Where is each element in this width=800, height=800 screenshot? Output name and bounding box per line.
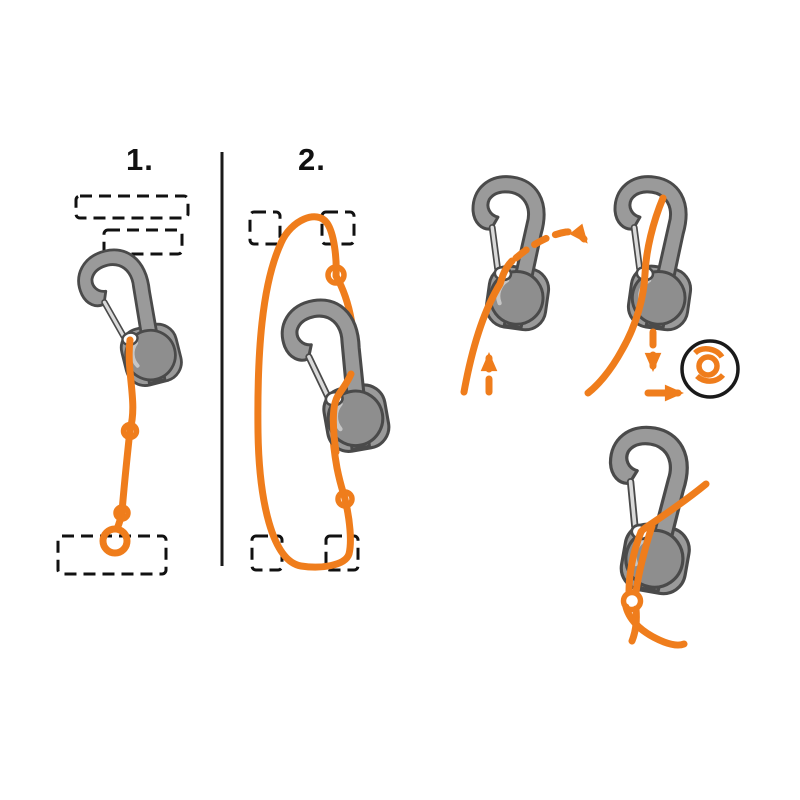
threading-step-panel-1: [457, 172, 588, 396]
cord-being-threaded: [460, 257, 516, 396]
cord-knot-icon: [113, 504, 131, 522]
dashed-anchor-bottom-right: [324, 534, 360, 572]
knot-detail-loop-icon: [696, 354, 720, 378]
cord-knot-icon: [620, 589, 644, 613]
cord-knot-icon: [325, 264, 347, 286]
threading-step-panel-3: [589, 421, 709, 649]
step-2-label: 2.: [298, 142, 326, 177]
cord-knot-icon: [120, 421, 140, 441]
knot-detail-tail: [693, 346, 725, 359]
dashed-anchor-loop: [102, 228, 184, 256]
cord-pulled-through: [584, 194, 667, 397]
step-1-panel: [56, 194, 190, 576]
carabiner-illustration: [599, 172, 706, 332]
dashed-target-bottom: [56, 534, 168, 576]
carabiner-illustration: [589, 421, 709, 597]
cord-knot-icon: [335, 489, 355, 509]
step-2-panel: [248, 210, 392, 572]
cord-tail: [622, 603, 688, 649]
cord-strand: [632, 522, 656, 596]
knot-detail-circle: [680, 339, 740, 399]
threading-step-panel-2: [584, 172, 740, 402]
carabiner-illustration: [457, 172, 564, 332]
dashed-anchor-top-left: [248, 210, 282, 246]
step-1-label: 1.: [126, 142, 154, 177]
cord-strand: [625, 528, 645, 596]
cord-tail: [628, 605, 640, 645]
cord-end-loop-icon: [99, 525, 131, 557]
cord-through-hole-segment: [329, 370, 355, 456]
dashed-anchor-strap-top: [74, 194, 190, 220]
knot-detail-tail: [695, 373, 726, 384]
dashed-anchor-top-right: [320, 210, 356, 246]
arrow-thread-out-icon: [512, 223, 588, 262]
